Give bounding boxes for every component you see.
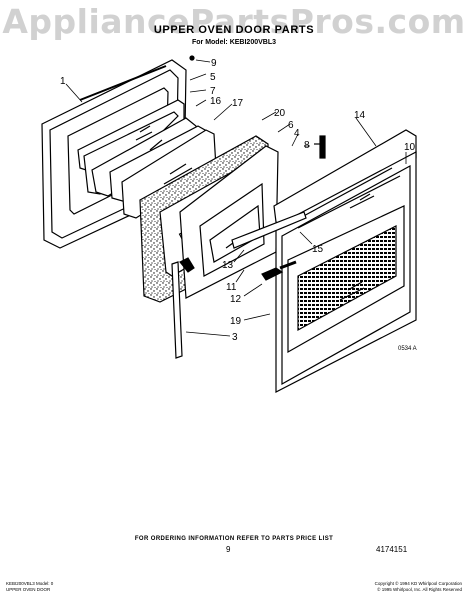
fine-print-left-line: UPPER OVEN DOOR xyxy=(6,587,51,592)
callout-17: 17 xyxy=(232,98,244,109)
hinge-bracket xyxy=(314,135,326,159)
callout-7: 7 xyxy=(210,86,216,97)
callout-labels: 1 9 5 7 16 17 20 6 4 8 14 10 15 13 11 12… xyxy=(60,58,416,343)
callout-20: 20 xyxy=(274,108,286,119)
callout-4: 4 xyxy=(294,128,300,139)
callout-8: 8 xyxy=(304,140,310,151)
callout-5: 5 xyxy=(210,72,216,83)
callout-12: 12 xyxy=(230,294,242,305)
callout-1: 1 xyxy=(60,76,66,87)
callout-9: 9 xyxy=(211,58,217,69)
callout-3: 3 xyxy=(232,332,238,343)
page-title: UPPER OVEN DOOR PARTS xyxy=(153,24,315,36)
callout-11: 11 xyxy=(226,282,237,293)
side-rail xyxy=(171,257,195,359)
callout-15: 15 xyxy=(312,244,324,255)
fine-print-left: KEBI200VBL3 Model: 0 UPPER OVEN DOOR xyxy=(6,581,53,593)
door-handle xyxy=(231,211,307,281)
callout-14: 14 xyxy=(354,110,366,121)
watermark: AppliancePartsPros.com xyxy=(2,2,466,41)
fine-print-right-line: Copyright © 1994 KD Whirlpool Corporatio… xyxy=(374,581,462,586)
callout-13: 13 xyxy=(222,260,234,271)
callout-10: 10 xyxy=(404,142,416,153)
outer-door xyxy=(273,129,417,393)
callout-19: 19 xyxy=(230,316,242,327)
screw-9 xyxy=(189,55,195,61)
page-number: 9 xyxy=(226,545,231,554)
fine-print-right: Copyright © 1994 KD Whirlpool Corporatio… xyxy=(375,581,462,593)
callout-6: 6 xyxy=(288,120,294,131)
inner-frame xyxy=(179,145,279,299)
callout-16: 16 xyxy=(210,96,222,107)
fine-print-right-line: © 1995 Whirlpool, Inc. All Rights Reserv… xyxy=(377,587,462,592)
document-number: 4174151 xyxy=(376,545,408,554)
ordering-note: FOR ORDERING INFORMATION REFER TO PARTS … xyxy=(134,536,334,542)
leader-lines xyxy=(65,59,407,337)
fine-print-left-line: KEBI200VBL3 Model: 0 xyxy=(6,581,54,586)
diagram-code: 0534 A xyxy=(398,346,417,352)
model-subtitle: For Model: KEBI200VBL3 xyxy=(191,39,276,46)
